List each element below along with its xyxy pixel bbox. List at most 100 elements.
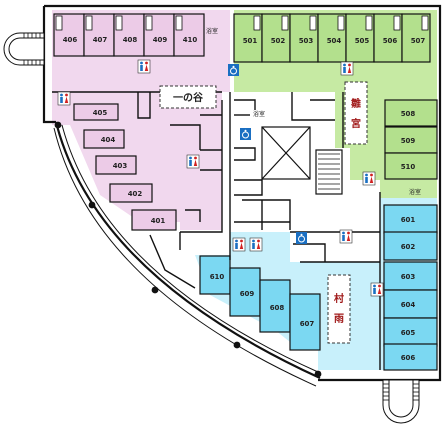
room-607-outline [289, 293, 321, 351]
toilet-icon [137, 59, 151, 74]
room-502[interactable]: 502 [261, 13, 291, 63]
room-506-bath [393, 15, 401, 31]
toilet-icon [249, 237, 263, 252]
room-403-label: 403 [113, 162, 128, 170]
room-505-bath [365, 15, 373, 31]
room-407[interactable]: 407 [83, 13, 115, 57]
room-404[interactable]: 404 [83, 129, 125, 149]
room-506[interactable]: 506 [373, 13, 403, 63]
room-602-label: 602 [401, 243, 416, 251]
room-607-label: 607 [300, 320, 315, 328]
zone-murasame-name: 村雨 [334, 292, 344, 325]
room-405-label: 405 [93, 109, 108, 117]
room-610[interactable]: 610 [199, 255, 231, 295]
room-505-label: 505 [355, 37, 370, 45]
core-stair [315, 149, 343, 195]
toilet-icon [370, 282, 384, 297]
bath-label-core: 浴室 [253, 110, 265, 118]
room-410[interactable]: 410 [173, 13, 205, 57]
room-503-label: 503 [299, 37, 314, 45]
toilet-icon [186, 154, 200, 169]
room-401-outline [131, 209, 177, 231]
room-405[interactable]: 405 [73, 103, 119, 121]
room-602-outline [383, 231, 438, 261]
bath-label-410: 浴室 [206, 27, 218, 35]
room-406-bath [55, 15, 63, 31]
room-509-label: 509 [401, 137, 416, 145]
toilet-icon [232, 237, 246, 252]
room-503-bath [309, 15, 317, 31]
room-605[interactable]: 605 [383, 317, 438, 347]
zone-hitotani-name: 一の谷 [173, 91, 204, 104]
room-604-label: 604 [401, 301, 416, 309]
zone-murasame-name-char: 村 [334, 292, 344, 305]
room-403[interactable]: 403 [95, 155, 137, 175]
toilet-icon [362, 171, 376, 186]
room-602[interactable]: 602 [383, 231, 438, 261]
room-402-label: 402 [128, 190, 143, 198]
room-401[interactable]: 401 [131, 209, 177, 231]
room-410-bath [175, 15, 183, 31]
room-501-outline [233, 13, 263, 63]
bath-label-601: 浴室 [409, 188, 421, 196]
room-409-bath [145, 15, 153, 31]
room-507-bath [421, 15, 429, 31]
room-601-outline [383, 204, 438, 234]
accessible-toilet-icon [228, 64, 239, 76]
room-603-label: 603 [401, 273, 416, 281]
room-608[interactable]: 608 [259, 279, 291, 333]
room-601-label: 601 [401, 216, 416, 224]
room-502-bath [281, 15, 289, 31]
zone-hitotani-area [52, 10, 230, 230]
room-510-outline [384, 152, 438, 180]
zone-murasame-name-char: 雨 [334, 313, 344, 325]
elevator-core [261, 126, 343, 195]
room-408-label: 408 [123, 36, 138, 44]
room-406[interactable]: 406 [53, 13, 85, 57]
room-409-label: 409 [153, 36, 168, 44]
room-503[interactable]: 503 [289, 13, 319, 63]
room-605-outline [383, 317, 438, 347]
room-507[interactable]: 507 [401, 13, 431, 63]
room-404-label: 404 [101, 136, 116, 144]
room-508-outline [384, 99, 438, 127]
room-501[interactable]: 501 [233, 13, 263, 63]
room-604-outline [383, 289, 438, 319]
room-409[interactable]: 409 [143, 13, 175, 57]
room-603[interactable]: 603 [383, 261, 438, 291]
room-402[interactable]: 402 [109, 183, 153, 203]
toilet-icon [339, 229, 353, 244]
room-404-outline [83, 129, 125, 149]
room-504-label: 504 [327, 37, 342, 45]
room-507-label: 507 [411, 37, 426, 45]
room-608-label: 608 [270, 304, 285, 312]
zone-hinamiya-plate [344, 81, 368, 145]
room-402-outline [109, 183, 153, 203]
room-504[interactable]: 504 [317, 13, 347, 63]
room-405-outline [73, 103, 119, 121]
room-509[interactable]: 509 [384, 126, 438, 154]
arc-columns [54, 121, 322, 378]
room-510[interactable]: 510 [384, 152, 438, 180]
room-607[interactable]: 607 [289, 293, 321, 351]
accessible-toilet-icon [296, 232, 307, 244]
room-406-label: 406 [63, 36, 78, 44]
room-604[interactable]: 604 [383, 289, 438, 319]
toilet-icon [57, 91, 71, 106]
room-606[interactable]: 606 [383, 343, 438, 371]
room-408[interactable]: 408 [113, 13, 145, 57]
room-401-label: 401 [151, 217, 166, 225]
room-508[interactable]: 508 [384, 99, 438, 127]
room-601[interactable]: 601 [383, 204, 438, 234]
zone-hinamiya-name: 雛宮 [351, 97, 361, 130]
room-609-label: 609 [240, 290, 255, 298]
room-407-label: 407 [93, 36, 108, 44]
room-505[interactable]: 505 [345, 13, 375, 63]
room-606-outline [383, 343, 438, 371]
room-608-outline [259, 279, 291, 333]
room-504-bath [337, 15, 345, 31]
zone-hinamiya-name-char: 雛 [351, 97, 361, 110]
room-609[interactable]: 609 [229, 267, 261, 317]
